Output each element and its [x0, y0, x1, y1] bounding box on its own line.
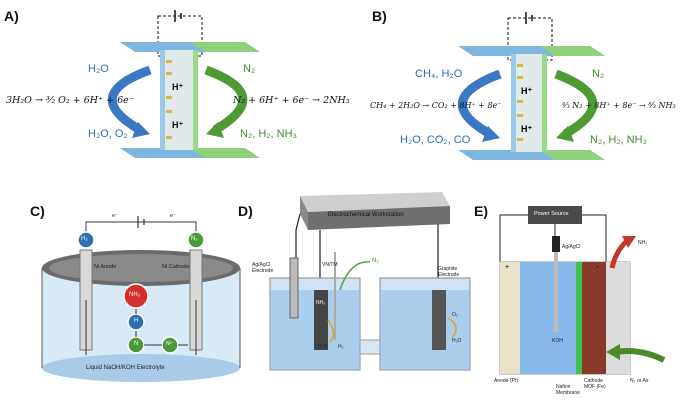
a-cathode-equation: N₂ + 6H⁺ + 6e⁻ → 2NH₃: [233, 95, 350, 106]
c-cathode-label: Ni Cathode: [162, 264, 190, 270]
d-n2-label: N₂: [372, 258, 379, 264]
e-ref-label: Ag/AgCl: [562, 244, 581, 250]
b-proton-1: H⁺: [521, 86, 533, 96]
e-cathode-label: Cathode MOF (Fe): [584, 378, 606, 390]
b-left-out: H₂O, CO₂, CO: [400, 134, 471, 146]
c-nh3-label: NH₃: [129, 292, 141, 298]
c-n2-label: N₂: [191, 236, 198, 242]
c-n-label: N: [134, 341, 139, 347]
d-o2-label: O₂: [452, 312, 458, 318]
b-anode-equation: CH₄ + 2H₂O → CO₂ + 8H⁺ + 8e⁻: [370, 101, 502, 110]
e-koh-label: KOH: [552, 338, 563, 344]
d-h2o-left-label: H₂O: [318, 344, 328, 350]
b-cathode-equation: ⁴⁄₃ N₂ + 8H⁺ + 8e⁻ → ⁸⁄₃ NH₃: [562, 101, 676, 110]
d-nh3-label: NH₃: [316, 300, 326, 306]
a-left-in: H₂O: [88, 63, 109, 75]
c-h2-label: H₂: [81, 236, 88, 242]
c-n3-label: N³⁻: [166, 341, 174, 347]
c-electron-left: e⁻: [112, 213, 118, 219]
a-proton-1: H⁺: [172, 82, 184, 92]
b-proton-2: H⁺: [521, 124, 533, 134]
panel-b-label: B): [372, 8, 387, 24]
a-right-in: N₂: [243, 63, 256, 75]
b-left-in: CH₄, H₂O: [415, 68, 463, 80]
c-h-label: H: [134, 318, 139, 324]
d-h2-label: H₂: [338, 344, 344, 350]
e-membrane-label: Nafion Membrane: [556, 384, 580, 396]
b-right-out: N₂, H₂, NH₃: [590, 134, 648, 146]
e-nh3-label: NH₃: [638, 240, 648, 246]
d-ref-electrode-label: Ag/AgCl Electrode: [252, 262, 274, 274]
e-plus-label: +: [505, 264, 510, 271]
d-counter-electrode-label: Graphite Electrode: [438, 266, 460, 278]
d-working-electrode-label: VN/TM: [322, 262, 338, 268]
c-electrolyte-label: Liquid NaOH/KOH Electrolyte: [86, 365, 165, 371]
e-minus-label: -: [596, 262, 599, 271]
a-proton-2: H⁺: [172, 120, 184, 130]
a-anode-equation: 3H₂O → ³⁄₂ O₂ + 6H⁺ + 6e⁻: [6, 95, 134, 106]
b-right-in: N₂: [592, 68, 605, 80]
panel-e-label: E): [474, 203, 488, 219]
d-h2o-right-label: H₂O: [452, 338, 462, 344]
panel-c-label: C): [30, 203, 45, 219]
e-power-label: Power Source: [534, 211, 569, 217]
a-right-out: N₂, H₂, NH₃: [240, 128, 298, 140]
panel-a-label: A): [4, 8, 19, 24]
e-feed-label: N₂ or Air: [630, 378, 649, 384]
e-anode-label: Anode (Pt): [494, 378, 518, 384]
panel-d-label: D): [238, 203, 253, 219]
a-left-out: H₂O, O₂: [88, 128, 128, 140]
c-anode-label: Ni Anode: [94, 264, 117, 270]
d-workstation-label: Electrochemical Workstation: [328, 212, 404, 218]
c-electron-right: e⁻: [170, 213, 176, 219]
